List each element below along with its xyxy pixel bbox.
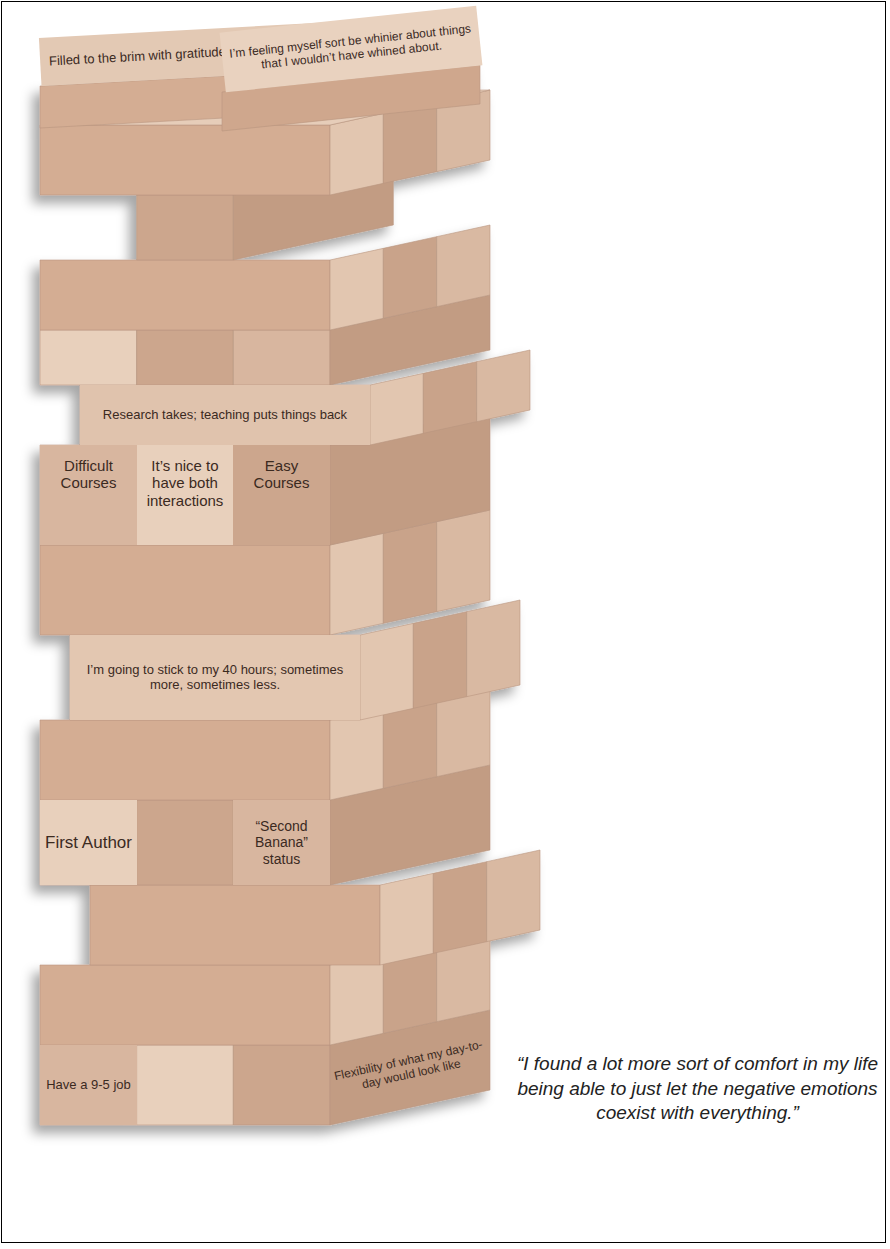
tower-block: [413, 612, 466, 709]
jenga-block: Research takes; teaching puts things bac…: [80, 385, 370, 445]
tower-block: [383, 522, 436, 624]
jenga-block: I’m going to stick to my 40 hours; somet…: [70, 635, 360, 720]
tower-block: [467, 600, 520, 697]
tower-block: [40, 330, 137, 385]
jenga-block: Easy Courses: [233, 445, 330, 545]
tower-block: [423, 362, 476, 434]
tower-block: [233, 445, 330, 545]
tower-block: [383, 237, 436, 319]
block-label: Easy Courses: [238, 457, 325, 492]
tower-block: [330, 113, 383, 195]
block-label: First Author: [45, 833, 132, 853]
tower-block: [437, 225, 490, 307]
tower-block: [437, 510, 490, 612]
tower-block: [70, 635, 360, 720]
block-label: Research takes; teaching puts things bac…: [103, 408, 347, 423]
tower-block: [40, 545, 330, 635]
block-label: Difficult Courses: [45, 457, 132, 492]
tower-block: [137, 800, 234, 885]
tower-block: [383, 102, 436, 184]
block-label: I’m going to stick to my 40 hours; somet…: [75, 663, 355, 693]
tower-block: [40, 125, 330, 195]
block-label: I’m feeling myself sort be whinier about…: [226, 22, 476, 75]
tower-block: [477, 350, 530, 422]
tower-block: [40, 720, 330, 800]
tower-block: [330, 708, 383, 800]
tower-block: [40, 965, 330, 1045]
tower-block: [330, 953, 383, 1045]
tower-block: [80, 385, 370, 445]
tower-block: [137, 195, 234, 260]
tower-block: [137, 1045, 234, 1125]
tower-block: [233, 800, 330, 885]
block-label: “Second Banana” status: [238, 818, 325, 866]
jenga-block: Have a 9-5 job: [40, 1045, 137, 1125]
tower-block: [137, 330, 234, 385]
tower-block: [40, 800, 137, 885]
tower-block: [330, 533, 383, 635]
block-label: Have a 9-5 job: [46, 1078, 131, 1093]
tower-block: [487, 850, 540, 942]
tower-block: [137, 445, 234, 545]
tower-block: [433, 862, 486, 954]
jenga-block: It’s nice to have both interactions: [137, 445, 233, 545]
tower-block: [233, 1045, 330, 1125]
tower-block: [233, 330, 330, 385]
tower-block: [370, 373, 423, 445]
tower-block: [40, 445, 137, 545]
tower-block: [380, 873, 433, 965]
quote-caption: “I found a lot more sort of comfort in m…: [515, 1052, 880, 1126]
tower-block: [40, 260, 330, 330]
tower-block: [330, 248, 383, 330]
tower-blocks: [40, 65, 540, 1125]
jenga-block: Difficult Courses: [40, 445, 137, 545]
tower-block: [40, 1045, 137, 1125]
jenga-block: First Author: [40, 800, 137, 885]
tower-block: [90, 885, 380, 965]
tower-block: [360, 623, 413, 720]
jenga-block: “Second Banana” status: [233, 800, 330, 885]
block-label: It’s nice to have both interactions: [142, 457, 228, 509]
